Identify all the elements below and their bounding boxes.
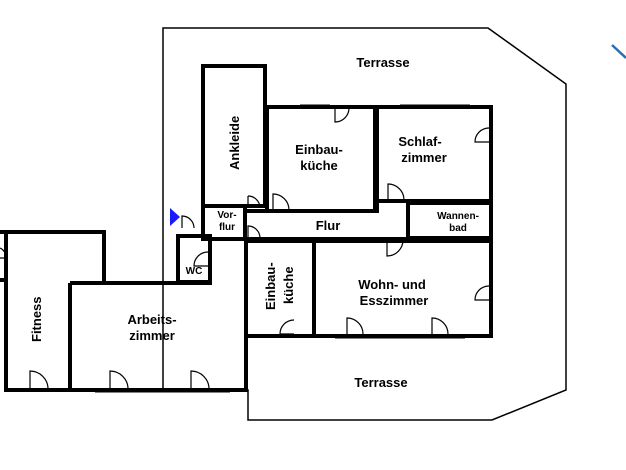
door-kueche-top-2 bbox=[272, 193, 290, 211]
room-schlafzimmer-line1: Schlaf- bbox=[398, 134, 442, 149]
entrance-arrow bbox=[170, 208, 180, 226]
room-ankleide: Ankleide bbox=[227, 115, 242, 170]
room-arbeitszimmer-line2: zimmer bbox=[129, 328, 175, 343]
wall-arbeitszimmer bbox=[70, 281, 248, 392]
wall-fitness bbox=[4, 230, 106, 392]
door-wc bbox=[193, 251, 209, 267]
terrace-top-label: Terrasse bbox=[356, 55, 410, 70]
room-wannenbad-line1: Wannen- bbox=[437, 211, 479, 222]
room-fitness: Fitness bbox=[29, 296, 44, 342]
wall-vorflur bbox=[201, 204, 247, 241]
terrace-bottom-label: Terrasse bbox=[354, 375, 408, 390]
room-vorflur-line1: Vor- bbox=[217, 210, 237, 221]
door-wohn-2 bbox=[346, 317, 364, 335]
door-flur-1 bbox=[386, 239, 404, 257]
door-schlaf-2 bbox=[387, 183, 405, 201]
room-einbaukueche-top-line2: küche bbox=[300, 158, 338, 173]
room-einbaukueche-mid-line2: küche bbox=[281, 266, 296, 304]
door-wohn-1 bbox=[474, 285, 490, 301]
door-wohn-3 bbox=[431, 317, 449, 335]
wall-left-edge bbox=[0, 230, 6, 282]
room-wohn-line1: Wohn- und bbox=[358, 277, 426, 292]
compass-needle bbox=[611, 44, 626, 59]
door-fitness bbox=[29, 370, 49, 390]
wall-wohnzimmer bbox=[312, 239, 493, 338]
terrace-outline bbox=[162, 27, 567, 421]
door-vorflur bbox=[181, 215, 195, 229]
door-arbeits-2 bbox=[190, 370, 210, 390]
wall-wannenbad bbox=[406, 201, 493, 240]
door-kueche-mid bbox=[279, 319, 295, 335]
door-ankleide bbox=[247, 195, 261, 209]
room-wannenbad-line2: bad bbox=[449, 223, 467, 234]
room-wohn-line2: Esszimmer bbox=[359, 293, 429, 308]
room-flur: Flur bbox=[315, 218, 341, 233]
room-wc: WC bbox=[185, 266, 203, 277]
room-arbeitszimmer-line1: Arbeits- bbox=[127, 312, 177, 327]
room-vorflur-line2: flur bbox=[218, 222, 236, 233]
door-arbeits-1 bbox=[109, 370, 129, 390]
room-einbaukueche-top-line1: Einbau- bbox=[295, 142, 343, 157]
door-flur-2 bbox=[247, 225, 261, 239]
door-kueche-top-1 bbox=[334, 107, 350, 123]
door-left-edge bbox=[0, 247, 7, 259]
room-einbaukueche-mid-line1: Einbau- bbox=[263, 262, 278, 310]
door-schlaf-1 bbox=[474, 127, 490, 143]
room-schlafzimmer-line2: zimmer bbox=[401, 150, 447, 165]
